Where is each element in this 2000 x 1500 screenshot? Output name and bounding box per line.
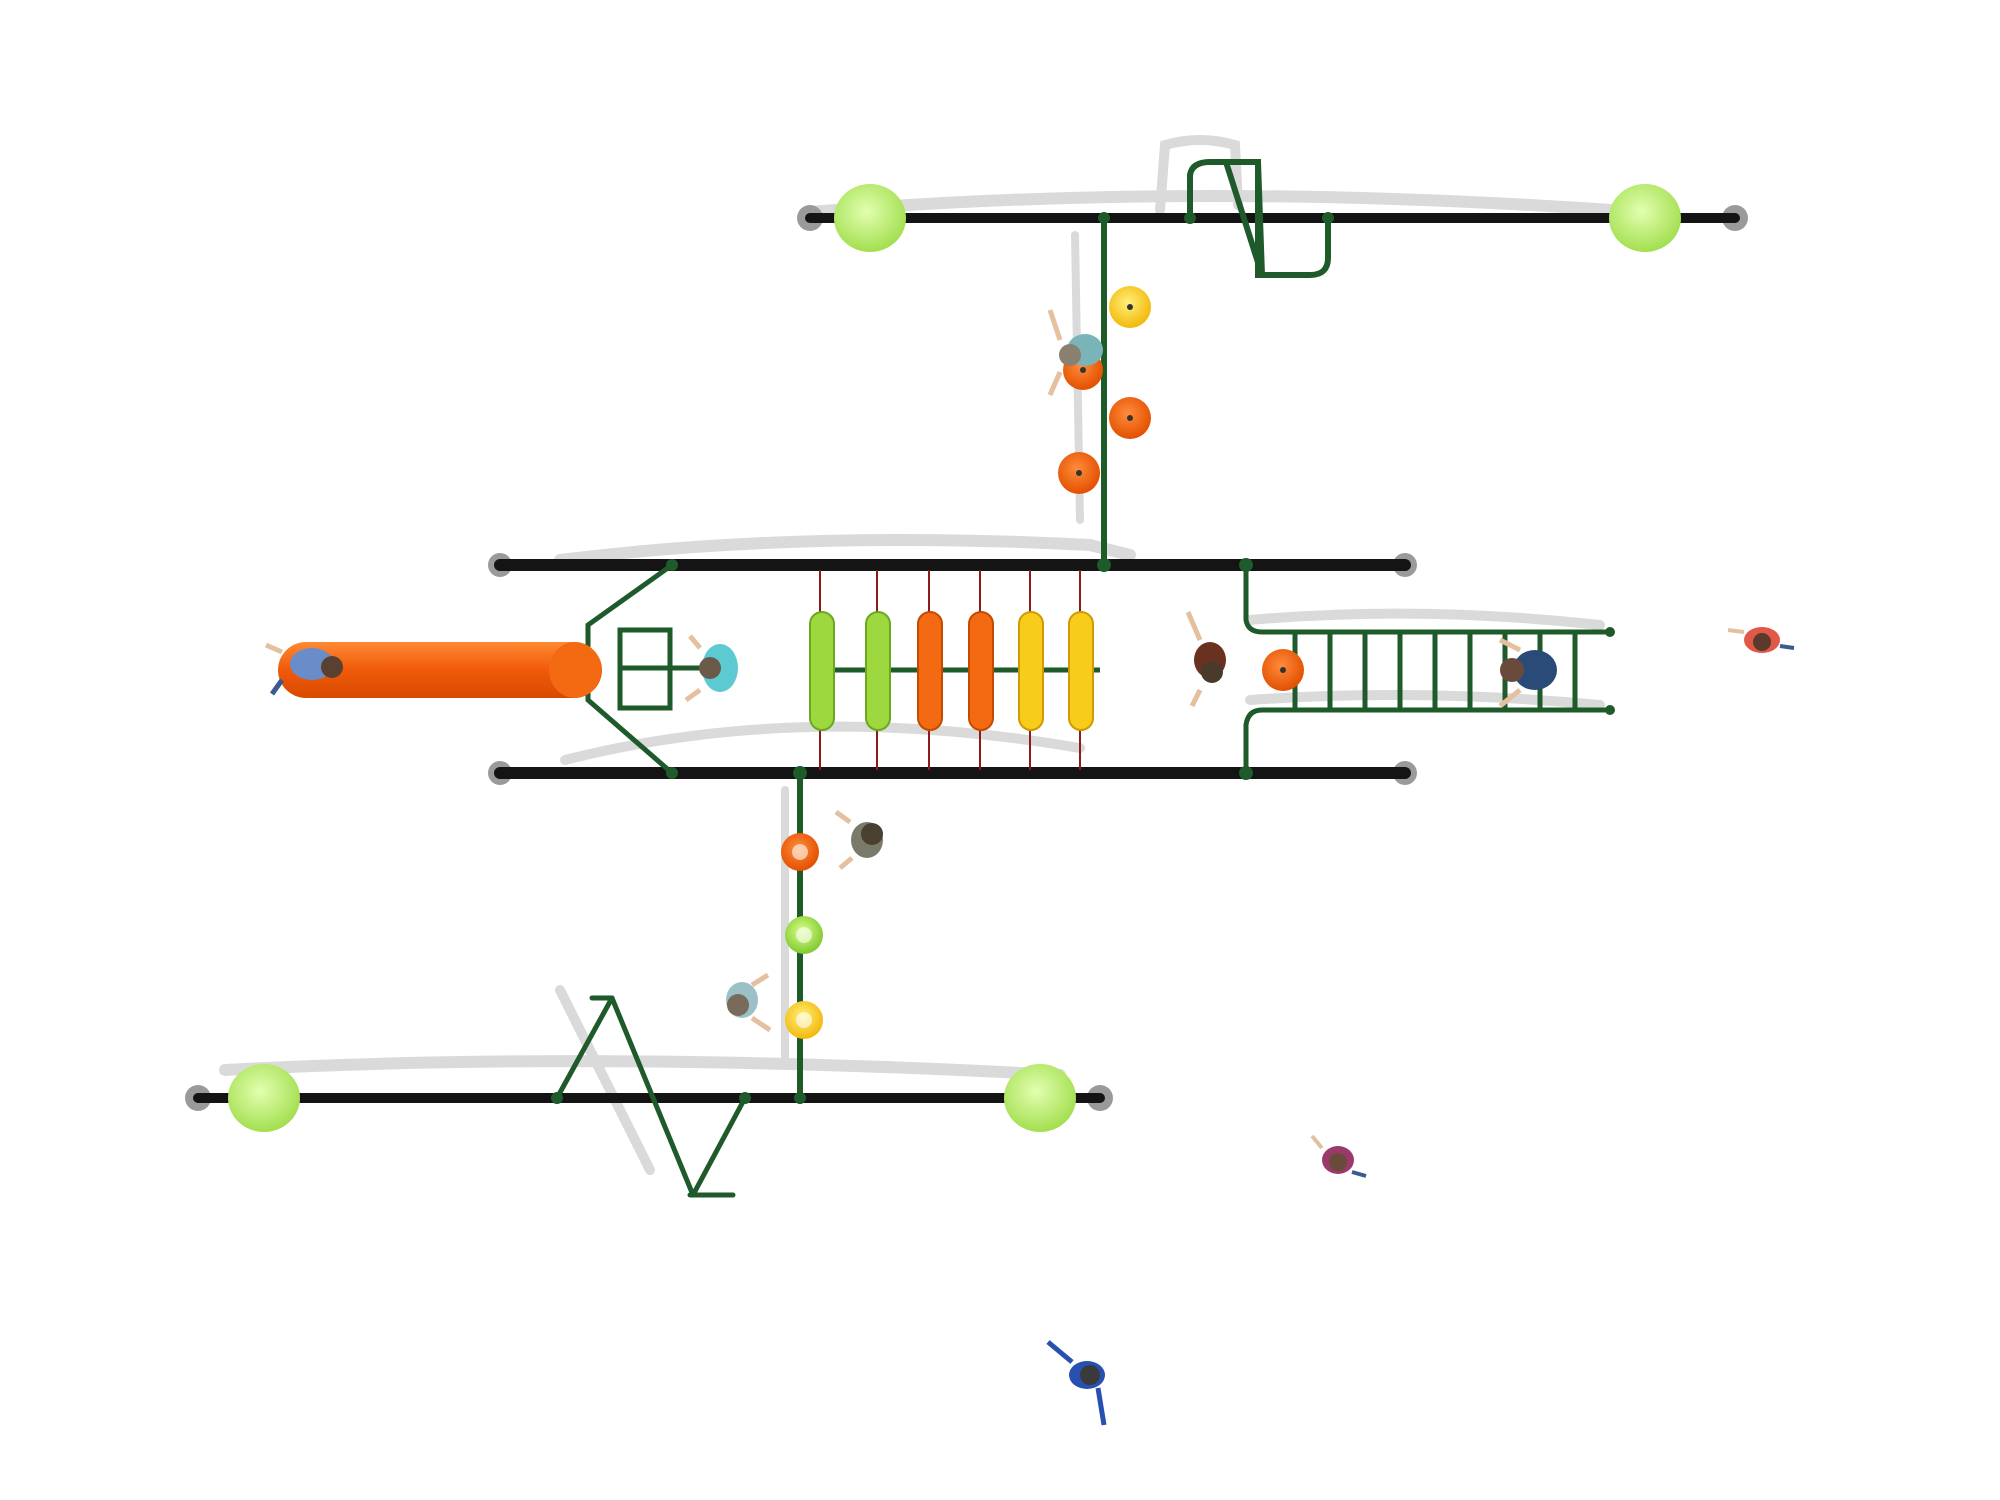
- balance-beam-bottom: [185, 1064, 1113, 1132]
- stepping-pod: [1262, 649, 1304, 691]
- wobble-ring: [1068, 611, 1094, 731]
- child-figure: [1310, 1134, 1367, 1178]
- stepping-pod: [1109, 397, 1151, 439]
- child-figure: [264, 642, 343, 696]
- lime-seat-pad: [1004, 1064, 1076, 1132]
- child-figure: [1185, 611, 1226, 708]
- children: [264, 309, 1795, 1426]
- child-figure: [1727, 627, 1795, 653]
- wobble-ring-bridge: [809, 570, 1100, 770]
- lime-seat-pad: [228, 1064, 300, 1132]
- child-figure: [1047, 309, 1103, 396]
- stepping-pod: [781, 833, 819, 871]
- horizontal-ladder: [1243, 569, 1615, 769]
- lime-seat-pad: [1609, 184, 1681, 252]
- stepping-pods-bottom: [781, 833, 823, 1039]
- balance-beam-top: [797, 159, 1748, 278]
- child-figure: [726, 972, 772, 1033]
- stepping-pod: [1109, 286, 1151, 328]
- stepping-pod: [785, 1001, 823, 1039]
- child-figure: [834, 809, 883, 870]
- wobble-ring: [809, 611, 835, 731]
- slide: [278, 642, 602, 698]
- lime-seat-pad: [834, 184, 906, 252]
- wobble-ring: [968, 611, 994, 731]
- zigzag-climber: [554, 995, 748, 1198]
- main-structure: [488, 553, 1417, 785]
- child-figure: [1046, 1340, 1107, 1426]
- child-figure: [684, 634, 738, 703]
- wobble-ring: [865, 611, 891, 731]
- child-figure: [1498, 637, 1557, 708]
- stepping-pod: [785, 916, 823, 954]
- wobble-ring: [917, 611, 943, 731]
- wobble-ring: [1018, 611, 1044, 731]
- stepping-pod: [1058, 452, 1100, 494]
